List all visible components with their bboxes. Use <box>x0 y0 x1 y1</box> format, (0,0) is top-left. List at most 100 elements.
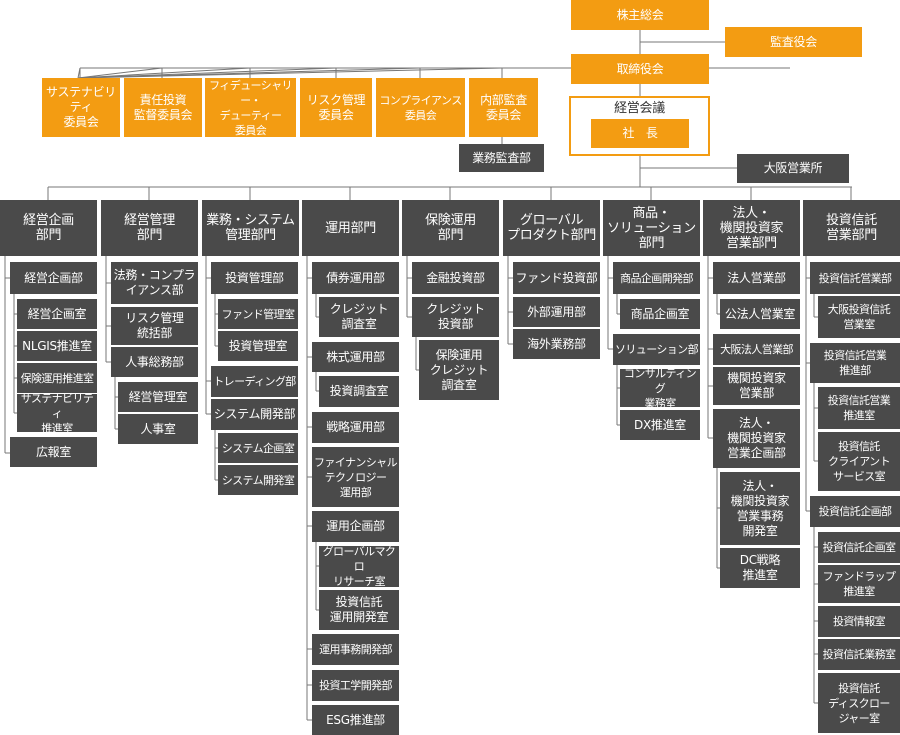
department-box: 商品企画開発部 <box>613 262 700 294</box>
office-label: ファンド管理室 <box>221 307 295 321</box>
connector-line <box>77 67 163 79</box>
office-label: クレジット 調査室 <box>329 302 389 331</box>
department-box: 大阪法人営業部 <box>713 334 800 365</box>
office-box: 投資信託 運用開発室 <box>319 590 399 630</box>
division-header-box: 業務・システム 管理部門 <box>202 200 299 256</box>
department-box: 投資信託営業 推進部 <box>810 343 900 383</box>
department-box: ソリューション部 <box>613 334 700 365</box>
office-label: システム企画室 <box>221 441 295 455</box>
division-header-label: 経営管理 部門 <box>124 213 175 243</box>
division-header-label: 投資信託 営業部門 <box>826 213 877 243</box>
department-label: 海外業務部 <box>527 336 586 351</box>
office-box: 投資管理室 <box>218 331 298 361</box>
department-label: 商品企画開発部 <box>620 271 693 285</box>
department-box: 株式運用部 <box>312 342 399 372</box>
department-box: リスク管理 統括部 <box>111 307 198 345</box>
department-label: 投資管理部 <box>225 270 284 285</box>
division-header-box: 経営企画 部門 <box>0 200 97 256</box>
osaka-office-box: 大阪営業所 <box>737 154 849 183</box>
department-box: 広報室 <box>10 437 97 467</box>
president-box: 社 長 <box>591 119 689 148</box>
committee-box: コンプライアンス 委員会 <box>376 78 465 137</box>
office-box: サステナビリティ 推進室 <box>17 392 97 435</box>
department-box: 人事総務部 <box>111 347 198 377</box>
office-label: サステナビリティ 推進室 <box>20 391 94 435</box>
department-label: 金融投資部 <box>426 270 485 285</box>
office-label: コンサルティング 業務室 <box>623 366 697 410</box>
department-label: ファンド投資部 <box>515 270 598 285</box>
office-label: 投資調査室 <box>329 384 389 398</box>
committee-label: サステナビリティ 委員会 <box>46 85 116 129</box>
office-label: 保険運用推進室 <box>20 371 94 385</box>
department-label: トレーディング部 <box>213 375 296 388</box>
committee-box: サステナビリティ 委員会 <box>42 78 120 137</box>
committee-box: 責任投資 監督委員会 <box>124 78 202 137</box>
department-box: 債券運用部 <box>312 262 399 294</box>
office-box: クレジット 調査室 <box>319 297 399 337</box>
committee-label: リスク管理 委員会 <box>306 92 366 122</box>
department-label: 投資工学開発部 <box>319 679 392 692</box>
division-header-label: 運用部門 <box>325 220 376 236</box>
committee-label: 内部監査 委員会 <box>480 92 527 122</box>
department-label: システム開発部 <box>213 407 296 421</box>
committee-box: フィデューシャリー・ デューティー 委員会 <box>205 78 296 137</box>
office-label: DX推進室 <box>634 417 686 432</box>
office-label: 法人・ 機関投資家 営業事務 開発室 <box>730 478 790 538</box>
office-box: DX推進室 <box>620 410 700 440</box>
board-of-directors-label: 取締役会 <box>616 61 664 76</box>
department-box: 投資管理部 <box>211 262 298 294</box>
office-box: 投資信託 クライアント サービス室 <box>818 432 900 491</box>
department-label: 運用企画部 <box>326 519 385 533</box>
office-box: 保険運用 クレジット 調査室 <box>419 340 499 400</box>
department-box: 外部運用部 <box>513 297 600 327</box>
office-box: 投資信託営業 推進室 <box>818 387 900 429</box>
office-label: 投資信託 運用開発室 <box>329 595 389 624</box>
auditors-board-label: 監査役会 <box>770 34 817 49</box>
department-box: 金融投資部 <box>412 262 499 294</box>
office-label: 人事室 <box>140 421 176 436</box>
office-label: 商品企画室 <box>630 306 690 321</box>
office-label: 投資信託企画室 <box>822 541 896 554</box>
department-label: 広報室 <box>35 444 72 459</box>
office-box: 保険運用推進室 <box>17 363 97 393</box>
management-meeting-label: 経営会議 <box>614 101 665 116</box>
office-box: 公法人営業室 <box>720 299 800 329</box>
office-box: コンサルティング 業務室 <box>620 367 700 410</box>
division-header-box: 法人・ 機関投資家 営業部門 <box>703 200 800 256</box>
office-label: システム開発室 <box>221 473 295 487</box>
department-label: 外部運用部 <box>527 304 586 319</box>
office-box: システム企画室 <box>218 433 298 463</box>
office-label: 経営管理室 <box>128 389 188 404</box>
office-box: システム開発室 <box>218 465 298 495</box>
department-box: 海外業務部 <box>513 329 600 359</box>
department-label: 投資信託営業 推進部 <box>823 349 887 377</box>
department-box: ファイナンシャル テクノロジー 運用部 <box>312 447 399 507</box>
office-label: DC戦略 推進室 <box>739 553 781 582</box>
department-box: 投資信託営業部 <box>810 262 900 294</box>
committee-label: コンプライアンス 委員会 <box>379 93 462 122</box>
department-label: 戦略運用部 <box>326 420 385 434</box>
committee-box: 内部監査 委員会 <box>469 78 538 137</box>
office-label: 投資管理室 <box>228 338 288 353</box>
department-box: 法務・コンプラ イアンス部 <box>111 262 198 304</box>
department-label: ソリューション部 <box>615 343 699 356</box>
department-box: トレーディング部 <box>211 366 298 397</box>
division-header-label: 保険運用 部門 <box>425 213 476 243</box>
department-label: クレジット 投資部 <box>426 302 485 331</box>
division-header-label: グローバル プロダクト部門 <box>507 213 596 243</box>
department-box: 戦略運用部 <box>312 412 399 443</box>
office-label: 公法人営業室 <box>724 306 796 321</box>
division-header-label: 法人・ 機関投資家 営業部門 <box>719 205 784 251</box>
office-box: ファンドラップ 推進室 <box>818 565 900 603</box>
committee-box: リスク管理 委員会 <box>300 78 372 137</box>
department-label: ファイナンシャル テクノロジー 運用部 <box>314 455 398 499</box>
office-label: 投資情報室 <box>833 615 886 628</box>
committee-label: フィデューシャリー・ デューティー 委員会 <box>209 78 292 137</box>
president-label: 社 長 <box>622 126 658 140</box>
office-box: 経営管理室 <box>118 382 198 412</box>
department-box: 投資工学開発部 <box>312 670 399 701</box>
division-header-label: 業務・システム 管理部門 <box>206 213 295 243</box>
division-header-box: 経営管理 部門 <box>101 200 198 256</box>
office-box: グローバルマクロ リサーチ室 <box>319 545 399 588</box>
